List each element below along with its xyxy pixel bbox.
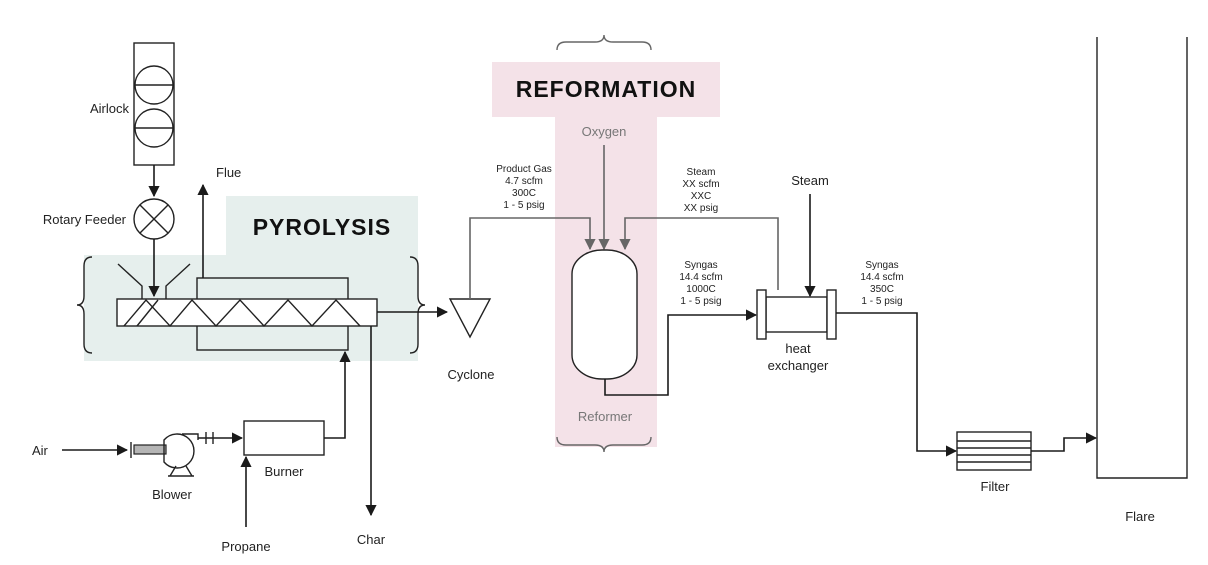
rotary-feeder-label: Rotary Feeder: [43, 212, 127, 227]
svg-text:14.4 scfm: 14.4 scfm: [860, 272, 903, 283]
heat-exchanger-label-2: exchanger: [768, 358, 829, 373]
svg-text:1 - 5 psig: 1 - 5 psig: [861, 296, 902, 307]
pyrolysis-reactor: [116, 277, 378, 351]
steam-feed-line: [619, 217, 779, 290]
cool-syngas-line: [836, 312, 958, 457]
reformation-top-brace: [556, 34, 652, 51]
svg-text:Product Gas: Product Gas: [496, 164, 552, 175]
reformer-vessel: [571, 249, 638, 380]
svg-text:Steam: Steam: [687, 167, 716, 178]
air-label: Air: [32, 443, 49, 458]
svg-text:14.4 scfm: 14.4 scfm: [679, 272, 722, 283]
filter: [956, 431, 1032, 471]
airlock: [133, 42, 175, 166]
svg-text:XX scfm: XX scfm: [682, 179, 719, 190]
blower-label: Blower: [152, 487, 192, 502]
svg-text:1 - 5 psig: 1 - 5 psig: [503, 200, 544, 211]
cyclone: [448, 298, 492, 339]
feed-hopper: [117, 263, 191, 299]
pyrolysis-title: PYROLYSIS: [253, 214, 392, 240]
hot-syngas-line: [604, 309, 758, 396]
airlock-label: Airlock: [90, 101, 130, 116]
rotary-feeder: [133, 198, 175, 240]
cyclone-label: Cyclone: [448, 367, 495, 382]
svg-text:Syngas: Syngas: [684, 260, 717, 271]
char-label: Char: [357, 532, 386, 547]
product-gas-line: [469, 217, 596, 299]
cool-syngas-annotation: Syngas 14.4 scfm 350C 1 - 5 psig: [860, 260, 903, 307]
hot-syngas-annotation: Syngas 14.4 scfm 1000C 1 - 5 psig: [679, 260, 722, 307]
svg-text:1 - 5 psig: 1 - 5 psig: [680, 296, 721, 307]
filter-label: Filter: [981, 479, 1011, 494]
filter-to-flare-line: [1031, 432, 1098, 452]
burner-to-jacket-line: [324, 350, 351, 439]
burner-label: Burner: [264, 464, 304, 479]
product-gas-annotation: Product Gas 4.7 scfm 300C 1 - 5 psig: [496, 164, 552, 211]
pyrolysis-right-brace: [409, 256, 426, 354]
flare-label: Flare: [1125, 509, 1155, 524]
reformer-label: Reformer: [578, 409, 633, 424]
flare-stack: [1096, 37, 1188, 479]
burner: [243, 420, 325, 456]
svg-text:4.7 scfm: 4.7 scfm: [505, 176, 543, 187]
svg-text:XX psig: XX psig: [684, 203, 718, 214]
svg-text:XXC: XXC: [691, 191, 712, 202]
steam-feed-annotation: Steam XX scfm XXC XX psig: [682, 167, 719, 214]
svg-text:350C: 350C: [870, 284, 894, 295]
svg-text:300C: 300C: [512, 188, 536, 199]
blower: [133, 433, 199, 477]
reformation-bottom-brace: [556, 436, 652, 453]
steam-label: Steam: [791, 173, 829, 188]
reformation-title: REFORMATION: [516, 76, 697, 102]
heat-exchanger: [756, 289, 837, 340]
oxygen-label: Oxygen: [582, 124, 627, 139]
pyrolysis-left-brace: [76, 256, 93, 354]
flue-label: Flue: [216, 165, 241, 180]
svg-text:Syngas: Syngas: [865, 260, 898, 271]
svg-text:1000C: 1000C: [686, 284, 715, 295]
propane-label: Propane: [221, 539, 270, 554]
heat-exchanger-label-1: heat: [785, 341, 811, 356]
